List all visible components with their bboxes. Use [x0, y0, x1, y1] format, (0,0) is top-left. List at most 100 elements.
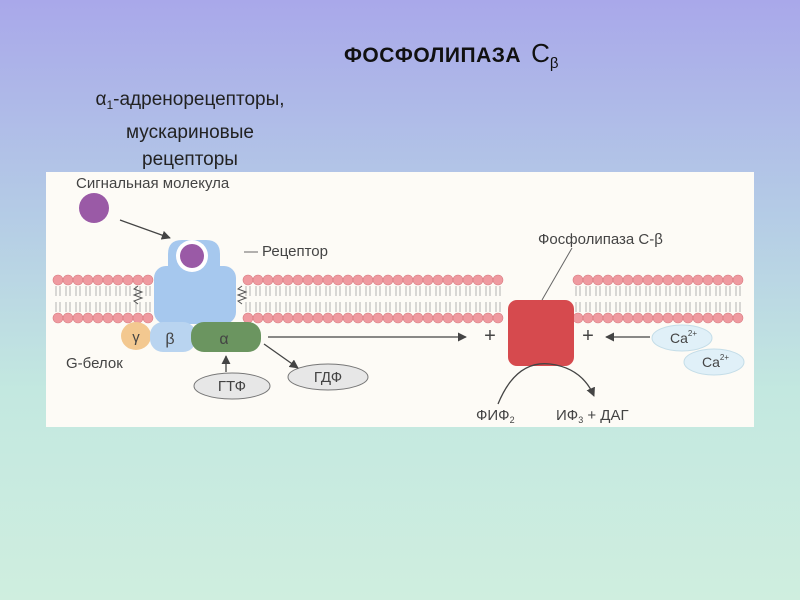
lipid-head	[462, 274, 474, 286]
lipid-head	[142, 312, 154, 324]
lipid-head	[142, 274, 154, 286]
lipid-head	[252, 312, 264, 324]
hydrolysis-arrow	[497, 363, 595, 405]
lipid-head	[642, 312, 654, 324]
lipid-head	[302, 274, 314, 286]
title-subscript: β	[549, 55, 559, 72]
lipid-head	[52, 274, 64, 286]
lipid-head	[732, 312, 744, 324]
lipid-head	[682, 312, 694, 324]
lipid-head	[432, 312, 444, 324]
lipid-head	[122, 274, 134, 286]
lipid-head	[732, 274, 744, 286]
lipid-head	[642, 274, 654, 286]
plc-pointer	[541, 247, 573, 301]
lipid-head	[82, 274, 94, 286]
lipid-head	[702, 312, 714, 324]
lipid-head	[632, 274, 644, 286]
lipid-head	[452, 274, 464, 286]
lipid-head	[332, 312, 344, 324]
lipid-head	[242, 274, 254, 286]
lipid-head	[362, 312, 374, 324]
lipid-head	[272, 274, 284, 286]
plus-sign-left: +	[484, 325, 496, 347]
title-letter: С	[531, 38, 550, 68]
lipid-head	[462, 312, 474, 324]
lipid-head	[612, 312, 624, 324]
gdp-label: ГДФ	[314, 369, 342, 386]
lipid-head	[132, 312, 144, 324]
lipid-head	[692, 312, 704, 324]
signal-molecule-label: Сигнальная молекула	[76, 175, 230, 192]
lipid-head	[482, 274, 494, 286]
lipid-head	[652, 312, 664, 324]
lipid-head	[62, 274, 74, 286]
receptor-label: Рецептор	[262, 243, 328, 260]
lipid-head	[652, 274, 664, 286]
binding-arrow	[119, 219, 171, 240]
cell-membrane	[52, 274, 744, 324]
lipid-head	[102, 312, 114, 324]
lipid-head	[92, 274, 104, 286]
lipid-head	[402, 274, 414, 286]
ip3-dag-label: ИФ3 + ДАГ	[556, 407, 629, 425]
lipid-head	[612, 274, 624, 286]
gamma-subunit	[121, 322, 151, 350]
receptor-type-suffix: рецепторы	[142, 149, 238, 170]
lipid-head	[302, 312, 314, 324]
gtp-molecule	[193, 372, 271, 400]
lipid-head	[712, 312, 724, 324]
beta-subunit	[150, 322, 196, 352]
receptor-types: α1-адренорецепторы, мускариновые рецепто…	[60, 86, 320, 173]
lipid-head	[572, 312, 584, 324]
signaling-diagram: Сигнальная молекула Рецептор γ β α G-бел…	[46, 172, 754, 427]
gamma-symbol: γ	[132, 329, 140, 346]
calcium-ion-2-label: Ca2+	[702, 353, 729, 370]
lipid-head	[442, 274, 454, 286]
lipid-head	[692, 274, 704, 286]
bound-signal-molecule	[180, 244, 204, 268]
lipid-head	[282, 312, 294, 324]
lipid-head	[322, 312, 334, 324]
diagram-svg: Сигнальная молекула Рецептор γ β α G-бел…	[52, 175, 745, 425]
lipid-head	[122, 312, 134, 324]
gamma-lipid-anchor	[132, 285, 144, 305]
g-protein-label: G-белок	[66, 355, 123, 372]
beta-symbol: β	[165, 331, 174, 348]
lipid-head	[342, 312, 354, 324]
lipid-head	[342, 274, 354, 286]
lipid-head	[432, 274, 444, 286]
lipid-head	[422, 274, 434, 286]
lipid-head	[602, 312, 614, 324]
lipid-head	[702, 274, 714, 286]
lipid-head	[572, 274, 584, 286]
lipid-head	[382, 312, 394, 324]
lipid-head	[412, 274, 424, 286]
alpha-subunit	[191, 322, 261, 352]
lipid-head	[402, 312, 414, 324]
lipid-head	[412, 312, 424, 324]
lipid-head	[472, 274, 484, 286]
lipid-head	[452, 312, 464, 324]
lipid-head	[332, 274, 344, 286]
calcium-ion-1-label: Ca2+	[670, 329, 697, 346]
lipid-head	[382, 274, 394, 286]
phospholipase-c-beta	[508, 300, 574, 366]
lipid-head	[592, 274, 604, 286]
alpha-symbol: α	[219, 331, 228, 348]
receptor-body	[154, 266, 236, 324]
calcium-ion-2	[683, 348, 745, 376]
lipid-head	[352, 312, 364, 324]
lipid-head	[672, 312, 684, 324]
lipid-head	[392, 312, 404, 324]
lipid-head	[632, 312, 644, 324]
lipid-head	[132, 274, 144, 286]
lipid-head	[262, 274, 274, 286]
receptor-type-muscarinic: мускариновые	[126, 122, 254, 143]
lipid-head	[372, 312, 384, 324]
receptor-type-adrenergic: α1-адренорецепторы,	[95, 89, 285, 112]
lipid-head	[422, 312, 434, 324]
lipid-head	[582, 274, 594, 286]
lipid-head	[272, 312, 284, 324]
lipid-head	[722, 274, 734, 286]
